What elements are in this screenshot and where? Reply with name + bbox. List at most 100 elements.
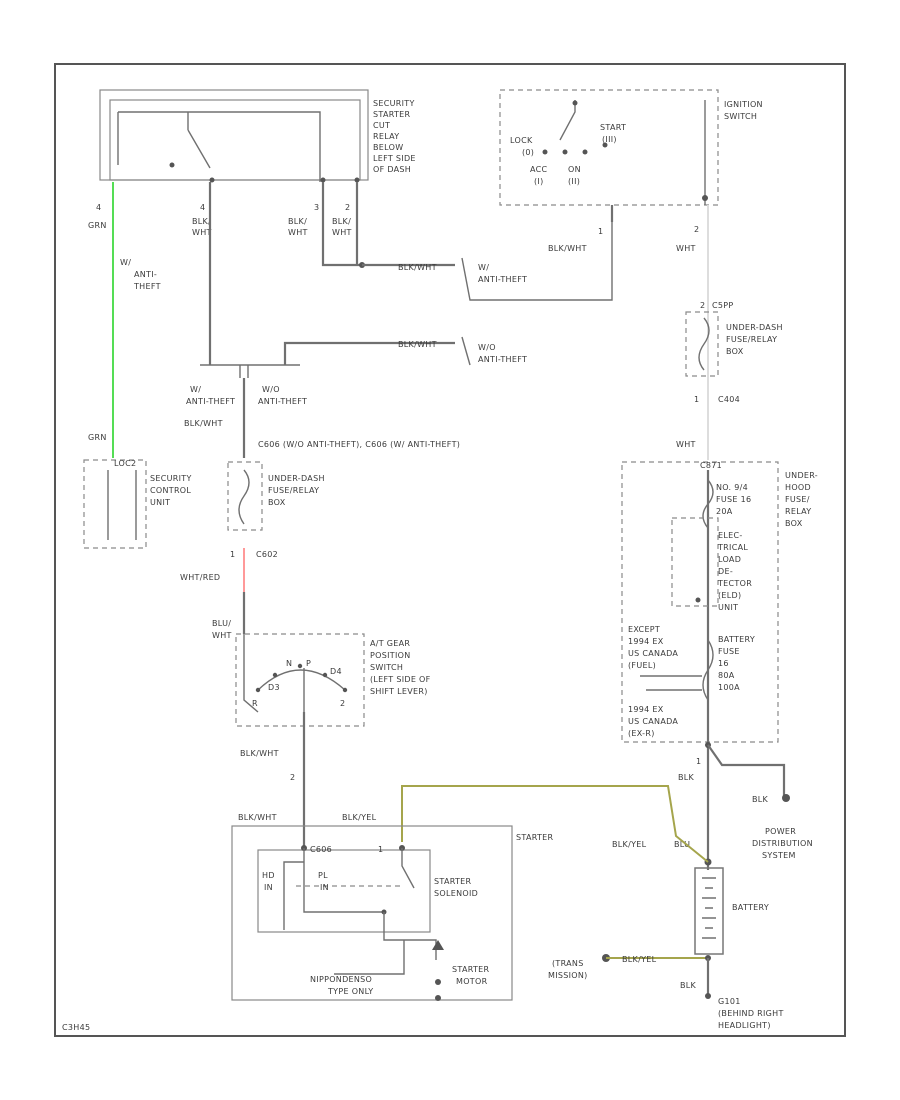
wire-label: BLK/YEL <box>342 813 377 822</box>
power-title: DISTRIBUTION <box>752 839 813 848</box>
note: 1994 EX <box>628 705 664 714</box>
ign-title: IGNITION <box>724 100 763 109</box>
gear-position: N <box>286 659 292 668</box>
coil-label: PL <box>318 871 328 880</box>
gear-title: (LEFT SIDE OF <box>370 675 431 684</box>
pin-label: 1 <box>696 757 701 766</box>
ign-position: (I) <box>534 177 544 186</box>
wire-label: BLU/ <box>212 619 231 628</box>
fuse-title: BOX <box>726 347 744 356</box>
underdash-fuse-right: UNDER-DASH FUSE/RELAY BOX <box>685 311 783 377</box>
box-title: FUSE/ <box>785 495 810 504</box>
fuse-label: FUSE 16 <box>716 495 751 504</box>
note: (FUEL) <box>628 661 656 670</box>
unit-title: SECURITY <box>150 474 192 483</box>
fuse-title: FUSE/RELAY <box>268 486 319 495</box>
blk-yel-wire <box>401 785 709 863</box>
note: THEFT <box>133 282 161 291</box>
note: TYPE ONLY <box>327 987 373 996</box>
note: US CANADA <box>628 649 678 658</box>
note: ANTI-THEFT <box>478 275 527 284</box>
fuse-label: 20A <box>716 507 733 516</box>
ign-position: ACC <box>530 165 548 174</box>
note: W/O <box>478 343 496 352</box>
relay-title: CUT <box>373 121 390 130</box>
gear-position: D3 <box>268 683 280 692</box>
gear-position: D4 <box>330 667 342 676</box>
wire-label: BLK/WHT <box>398 263 437 272</box>
ignition-switch: LOCK (0) ACC (I) ON (II) START (III) IGN… <box>499 89 763 206</box>
conn-label: C602 <box>256 550 278 559</box>
eld-label: LOAD <box>718 555 741 564</box>
wire-label: BLK/YEL <box>612 840 647 849</box>
gear-title: POSITION <box>370 651 411 660</box>
wire-label: BLK/YEL <box>622 955 657 964</box>
security-control-unit: GRN LOC2 SECURITY CONTROL UNIT <box>83 433 192 549</box>
relay-title: SECURITY <box>373 99 415 108</box>
box-title: BOX <box>785 519 803 528</box>
diagram-frame <box>54 63 846 1037</box>
pin-label: 2 <box>694 225 699 234</box>
eld-label: ELEC- <box>718 531 743 540</box>
note: W/O <box>262 385 280 394</box>
box-title: UNDER- <box>785 471 818 480</box>
gear-position: P <box>306 659 311 668</box>
fuse-title: FUSE/RELAY <box>726 335 777 344</box>
gear-title: SHIFT LEVER) <box>370 687 428 696</box>
note: US CANADA <box>628 717 678 726</box>
motor-label: STARTER <box>452 965 490 974</box>
pin-label: 2 <box>290 773 295 782</box>
relay-title: RELAY <box>373 132 400 141</box>
underdash-fuse-left: UNDER-DASH FUSE/RELAY BOX <box>227 461 325 531</box>
eld-label: (ELD) <box>718 591 741 600</box>
solenoid-label: STARTER <box>434 877 472 886</box>
wire-label: BLK <box>678 773 695 782</box>
fuse-title: UNDER-DASH <box>726 323 783 332</box>
ground-label: HEADLIGHT) <box>718 1021 771 1030</box>
eld-label: TRICAL <box>717 543 748 552</box>
coil-label: IN <box>264 883 273 892</box>
fuse-label: BATTERY <box>718 635 755 644</box>
ign-position: (II) <box>568 177 580 186</box>
gear-title: A/T GEAR <box>370 639 410 648</box>
ground-label: G101 <box>718 997 741 1006</box>
fuse-label: NO. 9/4 <box>716 483 748 492</box>
power-title: SYSTEM <box>762 851 796 860</box>
eld-label: TECTOR <box>717 579 752 588</box>
gear-position-switch: N P D4 D3 R 2 A/T GEAR POSITION SWITCH (… <box>235 633 431 727</box>
eld-label: UNIT <box>718 603 738 612</box>
note: EXCEPT <box>628 625 660 634</box>
wire-label: BLU <box>674 840 690 849</box>
note: W/ <box>190 385 201 394</box>
wire-label: BLK/WHT <box>398 340 437 349</box>
gear-title: SWITCH <box>370 663 403 672</box>
fuse-title: UNDER-DASH <box>268 474 325 483</box>
wire-label: GRN <box>88 221 107 230</box>
box-title: RELAY <box>785 507 812 516</box>
wire-label: BLK/WHT <box>240 749 279 758</box>
coil-label: IN <box>320 883 329 892</box>
wire-label: WHT <box>676 440 696 449</box>
starter: STARTER STARTER SOLENOID C606 1 HD IN PL… <box>231 825 553 1001</box>
conn-label: C404 <box>718 395 740 404</box>
relay-pin: 3 <box>314 203 319 212</box>
conn-label: C606 <box>310 845 332 854</box>
ign-position: (III) <box>602 135 617 144</box>
unit-title: UNIT <box>150 498 170 507</box>
gear-position: 2 <box>340 699 345 708</box>
relay-pin: 4 <box>200 203 205 212</box>
wire-label: BLK/ <box>192 217 211 226</box>
wire-label: BLK <box>680 981 697 990</box>
gear-position: R <box>252 699 258 708</box>
wire-label: BLK/ <box>288 217 307 226</box>
trans-label: (TRANS <box>552 959 584 968</box>
diagram-code: C3H45 <box>62 1023 90 1032</box>
wire-label: WHT <box>192 228 212 237</box>
wire-label: GRN <box>88 433 107 442</box>
wire-label: WHT <box>332 228 352 237</box>
coil-label: HD <box>262 871 275 880</box>
wire-label: WHT <box>288 228 308 237</box>
note: ANTI-THEFT <box>186 397 235 406</box>
pin-label: 1 <box>230 550 235 559</box>
motor-label: MOTOR <box>456 977 488 986</box>
